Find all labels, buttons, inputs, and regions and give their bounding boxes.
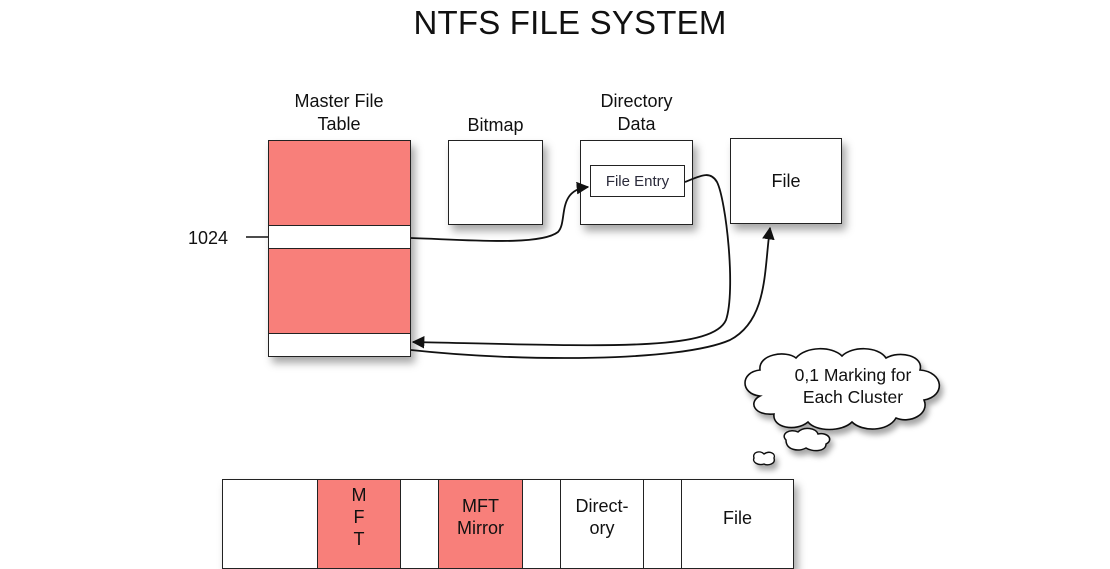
directory-label-line2: Data (617, 114, 656, 134)
directory-label-line1: Directory (600, 91, 673, 111)
diagram-title: NTFS FILE SYSTEM (413, 4, 727, 41)
disk-segment-mft-mirror: MFT Mirror (439, 480, 523, 568)
file-box: File (730, 138, 842, 224)
disk-segment-gap-3 (644, 480, 682, 568)
directory-label: Directory Data (580, 90, 693, 136)
arrow-mft-to-file (410, 226, 775, 359)
record-number-label: 1024 (188, 228, 229, 248)
master-file-table (268, 140, 411, 357)
file-entry-box: File Entry (590, 165, 685, 197)
segment-label: MFT Mirror (457, 496, 504, 538)
mft-record-block-2 (269, 249, 410, 334)
segment-label: File (722, 508, 752, 528)
disk-segment-boot (223, 480, 318, 568)
mft-record-1024 (269, 226, 410, 249)
disk-segment-file: File (682, 480, 793, 568)
bitmap-box (448, 140, 543, 225)
cloud-text-line1: 0,1 Marking for (794, 365, 912, 385)
disk-segment-directory: Direct- ory (561, 480, 644, 568)
arrow-mft-to-file-entry (410, 181, 590, 242)
mft-record-block-1 (269, 141, 410, 226)
segment-label: M F T (351, 485, 367, 549)
cloud-bubble (744, 347, 941, 431)
cloud-bubble-tiny (752, 451, 776, 466)
disk-layout-strip: M F T MFT Mirror Direct- ory File (222, 479, 794, 569)
disk-segment-gap-1 (401, 480, 439, 568)
arrow-file-entry-to-mft (411, 174, 732, 349)
thought-cloud (744, 347, 941, 466)
mft-label-line2: Table (317, 114, 361, 134)
bitmap-label: Bitmap (467, 115, 524, 135)
cloud-bubble-small (783, 427, 831, 452)
mft-label-line1: Master File (294, 91, 384, 111)
cloud-text: 0,1 Marking for Each Cluster (768, 364, 938, 408)
disk-segment-mft: M F T (318, 480, 401, 568)
mft-record-last (269, 334, 410, 355)
mft-label: Master File Table (268, 90, 410, 136)
connectors-layer (246, 174, 941, 466)
disk-segment-gap-2 (523, 480, 561, 568)
cloud-text-line2: Each Cluster (802, 387, 904, 407)
segment-label: Direct- ory (575, 496, 629, 538)
